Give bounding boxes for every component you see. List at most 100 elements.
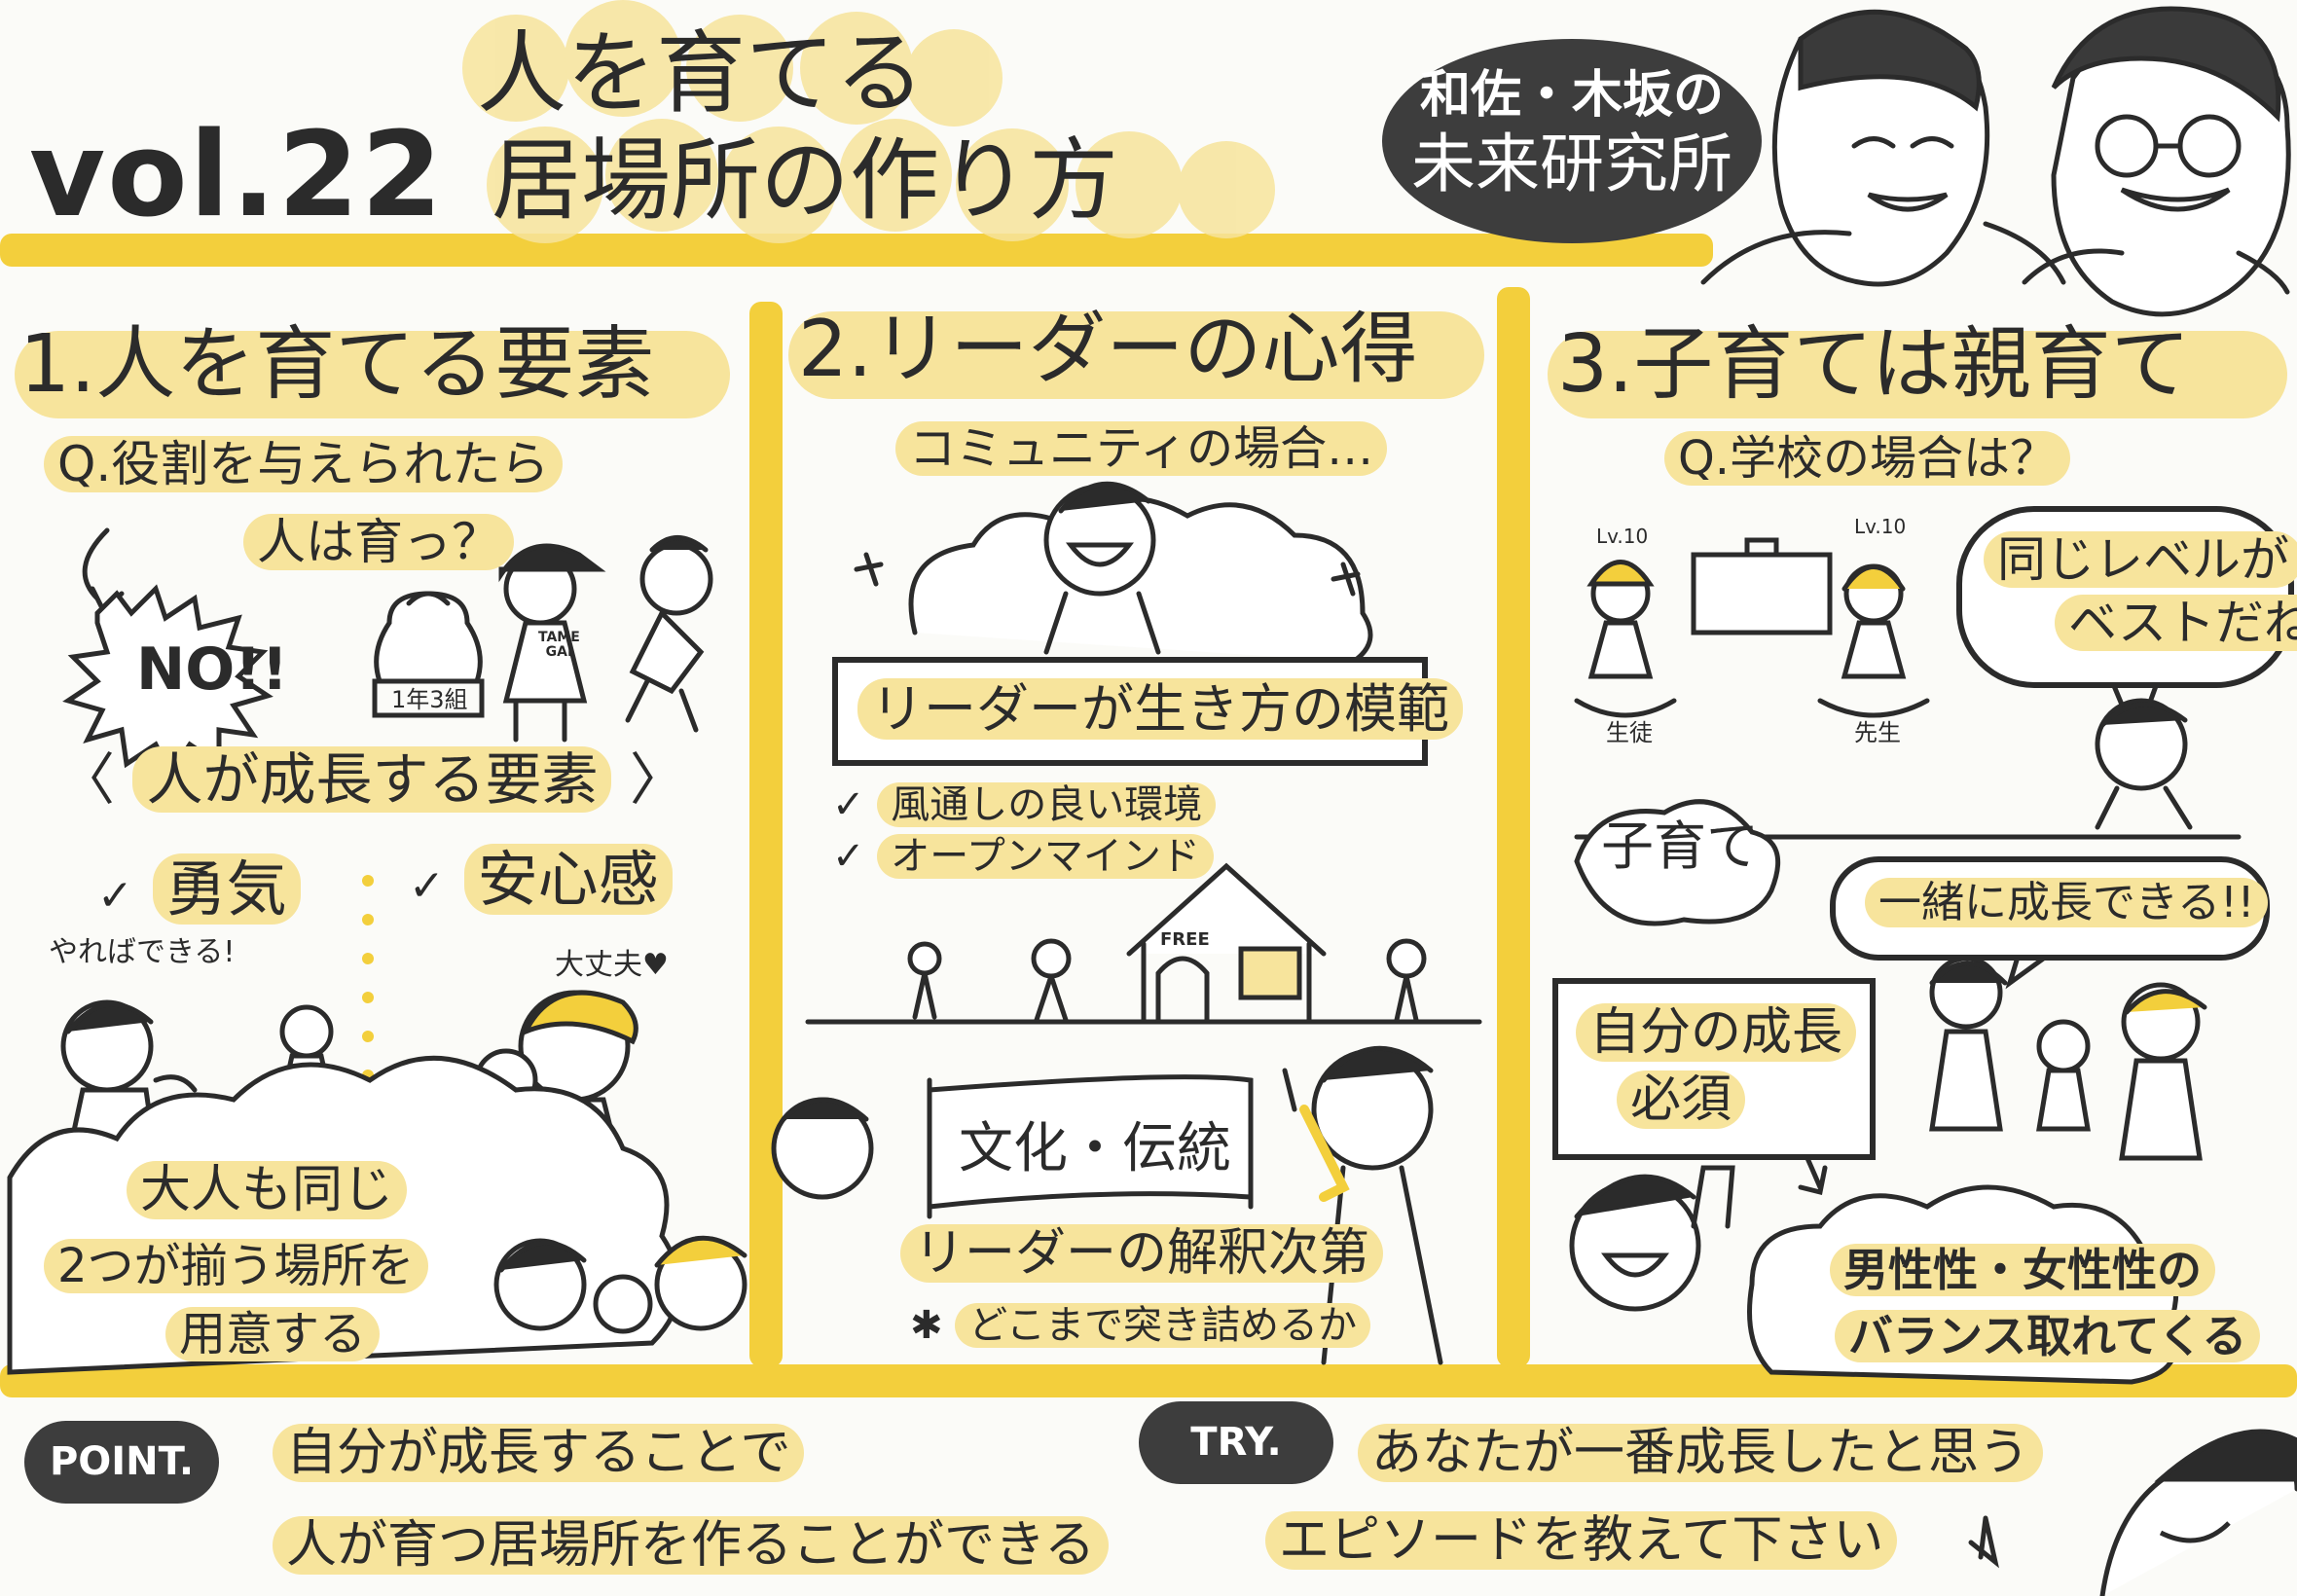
try-badge: TRY. <box>1139 1401 1333 1484</box>
cap-text-line2: GAI <box>545 644 573 661</box>
lv-right: Lv.10 <box>1854 515 1907 538</box>
cloud-line2: 2つが揃う場所を <box>44 1239 428 1293</box>
try-line2: エピソードを教えて下さい <box>1265 1511 1898 1570</box>
header-divider-bar <box>0 234 1713 267</box>
result-line2-text: バランス取れてくる <box>1835 1310 2261 1362</box>
speech-bubble-best: 同じレベルが ベストだね <box>1956 506 2297 688</box>
security-quote: 大丈夫♥ <box>555 948 669 982</box>
speech-line2: ベストだね <box>2055 595 2297 651</box>
note-main-text: リーダーの解釈次第 <box>900 1224 1384 1283</box>
try-line1-text: あなたが一番成長したと思う <box>1358 1424 2044 1482</box>
result-line2: バランス取れてくる <box>1835 1310 2261 1362</box>
speech-line1-text: 同じレベルが <box>1984 531 2297 588</box>
leader-banner-line: リーダーが生き方の模範 <box>857 678 1463 740</box>
result-line1: 男性性・女性性の <box>1830 1244 2215 1296</box>
heading1-band <box>15 331 730 418</box>
element-security-text: 安心感 <box>463 844 673 915</box>
bullet-1: ✓ 風通しの良い環境 <box>832 782 1217 827</box>
title-line2: 居場所の作り方 <box>492 128 1119 233</box>
check-icon: ✓ <box>97 871 133 921</box>
scroll-text: 文化・伝統 <box>959 1117 1231 1180</box>
cap-text-line1: TAME <box>538 630 580 645</box>
note-main: リーダーの解釈次第 <box>900 1224 1384 1283</box>
section2-drawings <box>771 481 1482 1365</box>
heading3-band <box>1548 331 2287 418</box>
section2-sub: コミュニティの場合… <box>895 421 1388 476</box>
leader-banner-text: リーダーが生き方の模範 <box>857 678 1463 740</box>
self-growth-sign: 自分の成長 必須 <box>1552 978 1876 1160</box>
section1-question-line1: Q.役割を与えられたら <box>44 436 564 492</box>
element-courage-text: 勇気 <box>152 853 301 925</box>
element-courage: ✓ 勇気 <box>97 853 301 925</box>
sign-line2: 必須 <box>1617 1070 1870 1130</box>
sign-line1-text: 自分の成長 <box>1576 1003 1857 1062</box>
bullet-2-text: オープンマインド <box>877 834 1214 879</box>
lv-left: Lv.10 <box>1596 525 1649 548</box>
together-bubble: 一緒に成長できる!! <box>1830 856 2270 961</box>
no-answer: NO!! <box>136 635 288 704</box>
section1-drawings <box>7 527 747 1375</box>
check-icon: ✓ <box>832 834 865 879</box>
portraits-drawing <box>1700 6 2291 317</box>
divider-2-3 <box>1497 287 1530 1367</box>
courage-quote: やればできる! <box>49 935 236 969</box>
bullet-1-text: 風通しの良い環境 <box>877 782 1217 827</box>
cloud-line3-text: 用意する <box>165 1307 381 1361</box>
together-text: 一緒に成長できる!! <box>1865 878 2269 927</box>
title-highlight-bubbles <box>462 0 1275 243</box>
result-line1-text: 男性性・女性性の <box>1830 1244 2215 1296</box>
heading2-band <box>788 311 1484 399</box>
badge-line2: 未来研究所 <box>1411 127 1732 202</box>
speech-line2-text: ベストだね <box>2055 595 2297 651</box>
try-line1: あなたが一番成長したと思う <box>1358 1424 2044 1482</box>
section3-heading: 3.子育ては親育て <box>1557 318 2191 411</box>
teacher-label: 先生 <box>1854 719 1901 746</box>
question1-text: Q.役割を与えられたら <box>44 436 564 492</box>
footer-divider-bar <box>0 1364 2297 1397</box>
section3-question: Q.学校の場合は？ <box>1664 431 2071 486</box>
try-line2-text: エピソードを教えて下さい <box>1265 1511 1898 1570</box>
sign-line2-text: 必須 <box>1617 1070 1746 1130</box>
volume-number: vol.22 <box>29 108 445 243</box>
section1-question-line2: 人は育っ？ <box>243 514 514 570</box>
point-line1: 自分が成長することで <box>273 1424 805 1482</box>
point-line2-text: 人が育つ居場所を作ることができる <box>273 1516 1109 1575</box>
class-label: 1年3組 <box>391 686 468 713</box>
question1-text2: 人は育っ？ <box>243 514 514 570</box>
note-sub: ✱ どこまで突き詰めるか <box>910 1303 1371 1348</box>
note-sub-text: どこまで突き詰めるか <box>955 1303 1371 1348</box>
point-label: POINT. <box>49 1439 195 1484</box>
badge-line1: 和佐・木坂の <box>1419 66 1724 125</box>
bullet-2: ✓ オープンマインド <box>832 834 1214 879</box>
growth-elements-heading: 〈 人が成長する要素 〉 <box>58 746 686 813</box>
sign-line1: 自分の成長 <box>1576 1003 1870 1062</box>
lab-badge: 和佐・木坂の 未来研究所 <box>1382 39 1762 243</box>
cap-text: TAME GAI <box>538 630 580 661</box>
section1-heading: 1.人を育てる要素 <box>19 318 655 411</box>
point-line1-text: 自分が成長することで <box>273 1424 805 1482</box>
dotted-divider <box>362 875 374 1081</box>
cloud-line2-text: 2つが揃う場所を <box>44 1239 428 1293</box>
speech-line1: 同じレベルが <box>1984 531 2297 588</box>
title-line1: 人を育てる <box>477 21 926 126</box>
growth-heading-text: 人が成長する要素 <box>132 746 612 813</box>
element-security: ✓ 安心感 <box>409 844 673 915</box>
divider-1-2 <box>749 302 783 1367</box>
check-icon: ✓ <box>832 782 865 827</box>
point-badge: POINT. <box>24 1421 219 1504</box>
bracket-right: 〉 <box>629 746 686 813</box>
kosodate-label: 子育て <box>1601 816 1759 877</box>
try-label: TRY. <box>1190 1420 1282 1465</box>
check-icon: ✓ <box>409 861 445 911</box>
asterisk-icon: ✱ <box>910 1303 943 1348</box>
together-line: 一緒に成長できる!! <box>1865 878 2269 927</box>
student-label: 生徒 <box>1606 719 1653 746</box>
section2-heading: 2.リーダーの心得 <box>798 304 1418 394</box>
cloud-line1: 大人も同じ <box>127 1161 408 1219</box>
cloud-line3: 用意する <box>165 1307 381 1361</box>
bracket-left: 〈 <box>58 746 116 813</box>
section3-question-text: Q.学校の場合は？ <box>1664 431 2071 486</box>
house-sign: FREE <box>1160 929 1210 950</box>
